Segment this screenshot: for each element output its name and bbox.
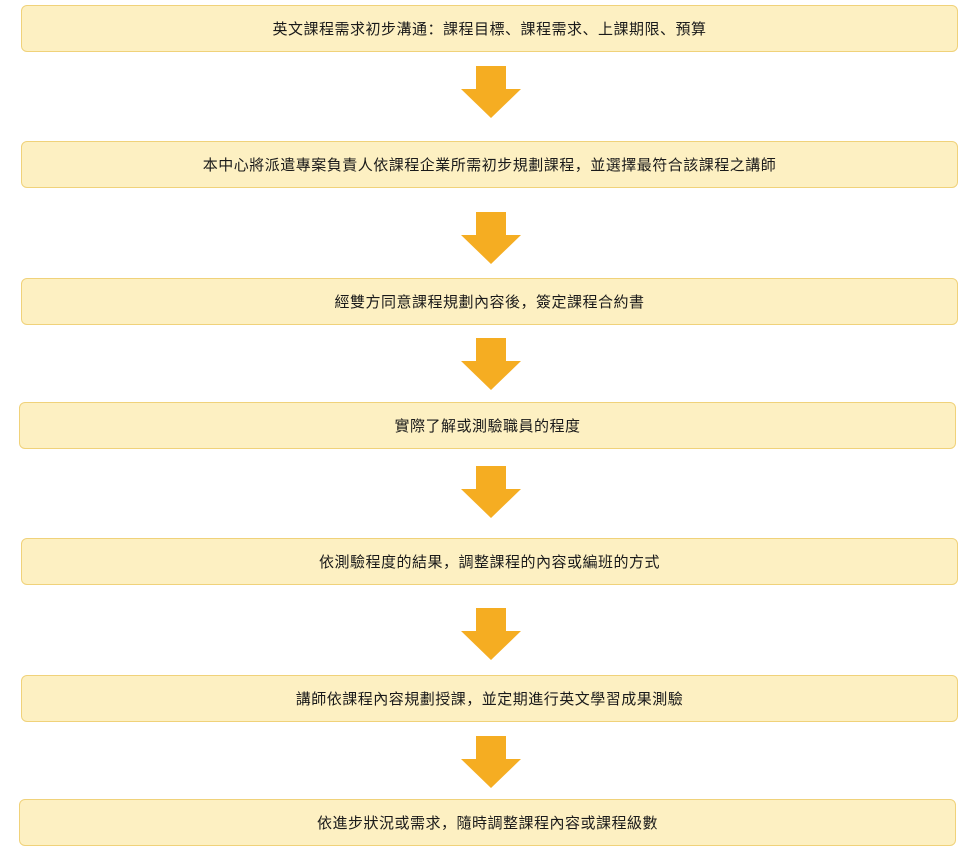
arrow-down-icon: [461, 736, 521, 788]
step-4-box: 實際了解或測驗職員的程度: [19, 402, 956, 449]
arrow-down-icon: [461, 466, 521, 518]
step-2-box: 本中心將派遣專案負責人依課程企業所需初步規劃課程，並選擇最符合該課程之講師: [21, 141, 958, 188]
arrow-down-icon: [461, 212, 521, 264]
step-1-text: 英文課程需求初步溝通：課程目標、課程需求、上課期限、預算: [272, 20, 707, 38]
step-6-text: 講師依課程內容規劃授課，並定期進行英文學習成果測驗: [295, 690, 684, 708]
step-2-text: 本中心將派遣專案負責人依課程企業所需初步規劃課程，並選擇最符合該課程之講師: [202, 156, 777, 174]
step-5-text: 依測驗程度的結果，調整課程的內容或編班的方式: [318, 553, 660, 571]
step-3-box: 經雙方同意課程規劃內容後，簽定課程合約書: [21, 278, 958, 325]
arrow-down-icon: [461, 608, 521, 660]
step-3-text: 經雙方同意課程規劃內容後，簽定課程合約書: [334, 293, 645, 311]
step-4-text: 實際了解或測驗職員的程度: [394, 417, 581, 435]
step-7-text: 依進步狀況或需求，隨時調整課程內容或課程級數: [316, 814, 658, 832]
step-6-box: 講師依課程內容規劃授課，並定期進行英文學習成果測驗: [21, 675, 958, 722]
step-7-box: 依進步狀況或需求，隨時調整課程內容或課程級數: [19, 799, 956, 846]
step-1-box: 英文課程需求初步溝通：課程目標、課程需求、上課期限、預算: [21, 5, 958, 52]
step-5-box: 依測驗程度的結果，調整課程的內容或編班的方式: [21, 538, 958, 585]
arrow-down-icon: [461, 338, 521, 390]
arrow-down-icon: [461, 66, 521, 118]
